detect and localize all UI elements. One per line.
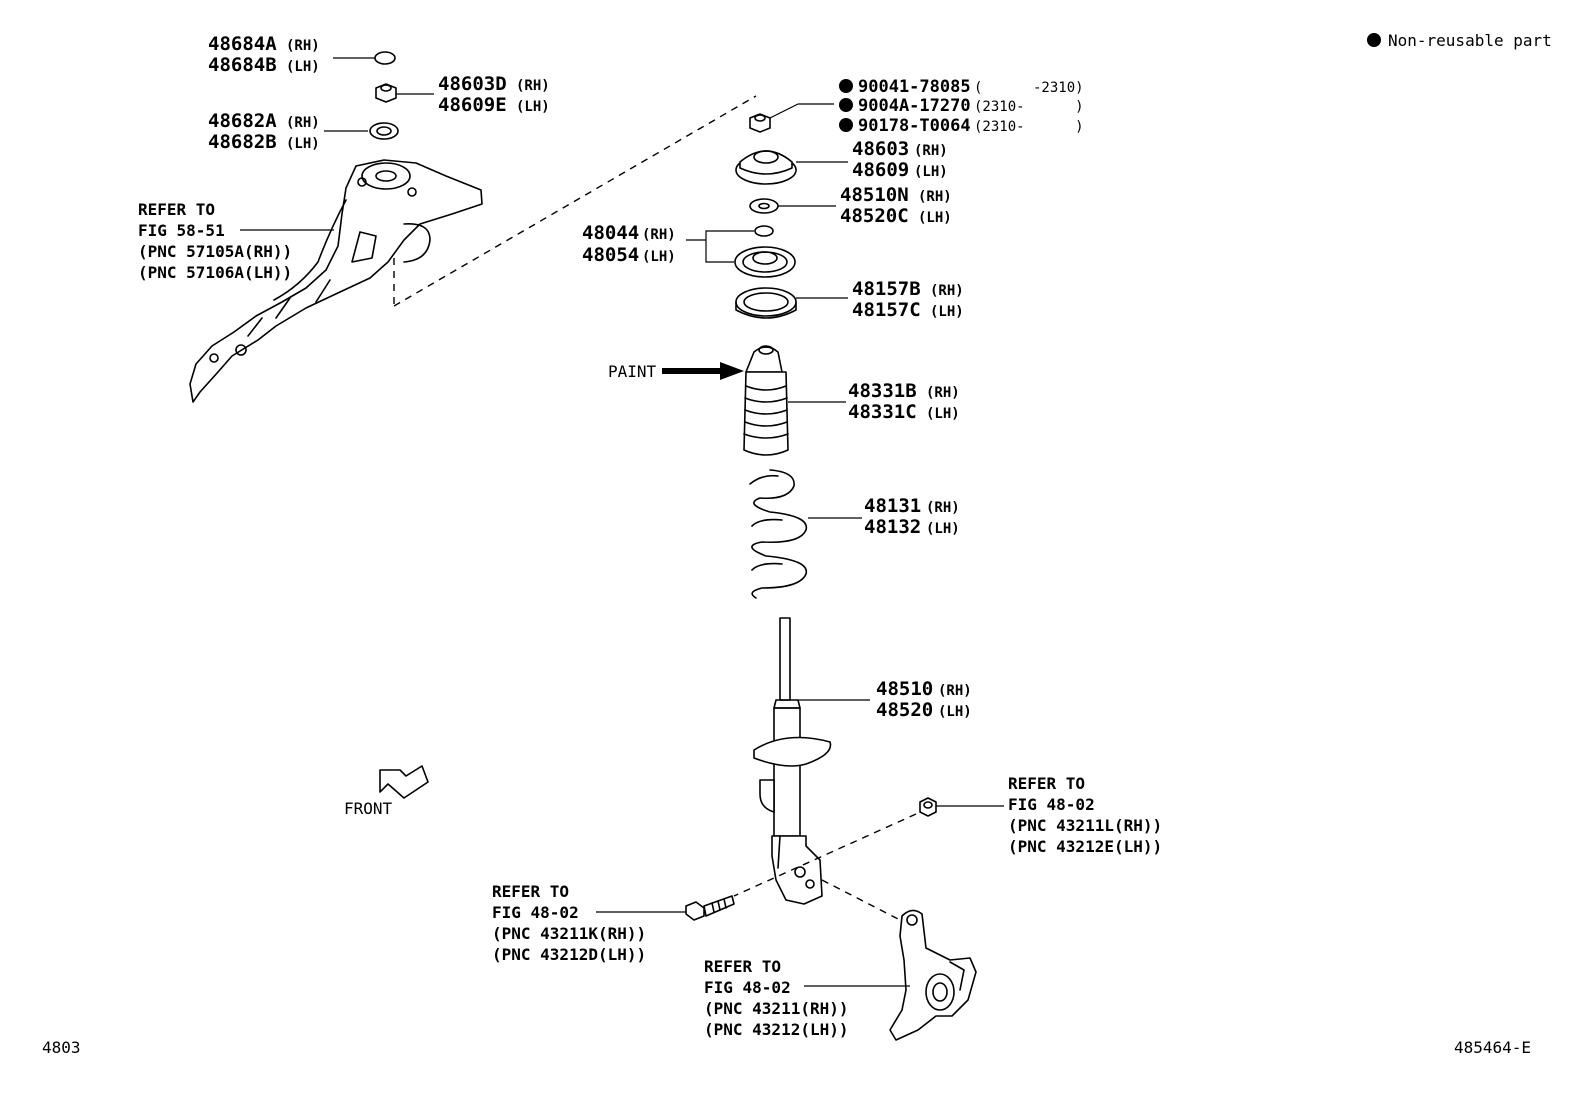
seat-48054-icon [734,246,796,278]
footer-illustration-id: 485464-E [1454,1038,1531,1057]
bearing-48157-icon [735,287,797,319]
label-48054-side: (LH) [642,249,676,265]
ref-fig5851-l2: FIG 58-51 [138,221,225,240]
label-48682b: 48682B [208,131,277,153]
strut-tower-apron-part [189,159,483,403]
ref-nut-l2: FIG 48-02 [1008,795,1095,814]
ref-nut-l3: (PNC 43211L(RH)) [1008,816,1162,835]
mount-48603-icon [735,150,797,185]
label-9004a-range: (2310- ) [974,99,1084,115]
label-48609e: 48609E [438,94,507,116]
non-reusable-bullet-icon [839,98,853,112]
ref-bolt-l4: (PNC 43212D(LH)) [492,945,646,964]
label-48682a-side: (RH) [286,115,320,131]
non-reusable-bullet-icon [839,79,853,93]
label-48603d-side: (RH) [516,78,550,94]
ref-knuckle-l4: (PNC 43212(LH)) [704,1020,849,1039]
dust-boot-48331-icon [743,345,789,456]
label-48331c: 48331C [848,401,917,423]
ref-fig5851-l1: REFER TO [138,200,215,219]
label-48054: 48054 [582,244,639,266]
ref-nut-l4: (PNC 43212E(LH)) [1008,837,1162,856]
ref-knuckle-l3: (PNC 43211(RH)) [704,999,849,1018]
label-90178-t0064: 90178-T0064 [858,116,971,136]
label-48684b: 48684B [208,54,277,76]
bearing-48682-icon [369,122,399,140]
label-48684a: 48684A [208,33,277,55]
ring-48044-icon [754,225,774,237]
label-48684b-side: (LH) [286,59,320,75]
nut-90041-icon [749,113,771,133]
label-48510: 48510 [876,678,933,700]
ref-knuckle-l1: REFER TO [704,957,781,976]
label-48510n-side: (RH) [918,189,952,205]
label-48157b-side: (RH) [930,283,964,299]
label-48044: 48044 [582,222,639,244]
label-48157c: 48157C [852,299,921,321]
ref-knuckle-l2: FIG 48-02 [704,978,791,997]
label-48603-side: (RH) [914,143,948,159]
ref-nut-l1: REFER TO [1008,774,1085,793]
bolt-43211k-icon [685,895,735,921]
legend-text: Non-reusable part [1388,31,1552,50]
label-48609e-side: (LH) [516,99,550,115]
label-48603: 48603 [852,138,909,160]
label-48682a: 48682A [208,110,277,132]
label-90041-78085: 90041-78085 [858,77,971,97]
label-48684a-side: (RH) [286,38,320,54]
paint-arrow-icon [662,362,744,380]
label-48520: 48520 [876,699,933,721]
label-48157b: 48157B [852,278,921,300]
ref-bolt-l3: (PNC 43211K(RH)) [492,924,646,943]
label-48131: 48131 [864,495,921,517]
paint-label: PAINT [608,362,657,381]
non-reusable-bullet-icon [839,118,853,132]
label-48331c-side: (LH) [926,406,960,422]
washer-48510n-icon [749,198,779,214]
label-48520c-side: (LH) [918,210,952,226]
steering-knuckle-icon [889,909,977,1041]
label-9004a-17270: 9004A-17270 [858,96,971,116]
label-48682b-side: (LH) [286,136,320,152]
label-48131-side: (RH) [926,500,960,516]
label-48609: 48609 [852,159,909,181]
non-reusable-bullet-icon [1367,33,1381,47]
label-48609-side: (LH) [914,164,948,180]
ref-bolt-l2: FIG 48-02 [492,903,579,922]
label-48132: 48132 [864,516,921,538]
shock-absorber-48510-icon [753,617,832,905]
label-90041-range: ( -2310) [974,80,1084,96]
nut-48603d-icon [375,83,397,103]
label-48520c: 48520C [840,205,909,227]
label-48044-side: (RH) [642,227,676,243]
label-48132-side: (LH) [926,521,960,537]
label-48157c-side: (LH) [930,304,964,320]
bolt-axis-dashed-line [733,813,917,897]
label-48510n: 48510N [840,184,909,206]
label-48603d: 48603D [438,73,507,95]
label-48510-side: (RH) [938,683,972,699]
coil-spring-48131-icon [749,469,808,599]
footer-figure-number: 4803 [42,1038,81,1057]
mount-dashed-line-diagonal [393,95,757,307]
label-48520-side: (LH) [938,704,972,720]
ref-bolt-l1: REFER TO [492,882,569,901]
front-arrow-icon [379,765,429,799]
knuckle-dashed-line [821,879,901,921]
ref-fig5851-l4: (PNC 57106A(LH)) [138,263,292,282]
ref-fig5851-l3: (PNC 57105A(RH)) [138,242,292,261]
nut-43211l-icon [919,797,937,817]
label-90178-range: (2310- ) [974,119,1084,135]
front-label: FRONT [344,799,393,818]
label-48331b-side: (RH) [926,385,960,401]
cap-48684-icon [374,51,396,65]
label-48331b: 48331B [848,380,917,402]
